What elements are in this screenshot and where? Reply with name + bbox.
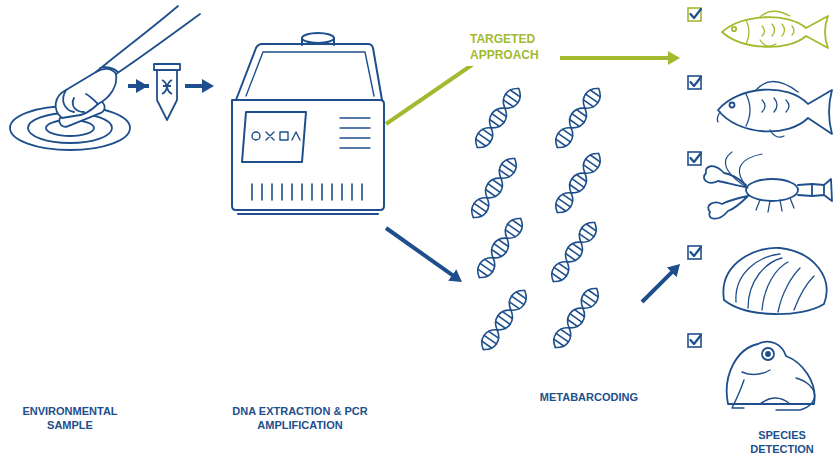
fish-body [722,16,828,48]
dna-helix [547,218,601,286]
clam-shell [723,248,826,314]
lobster-claw [708,196,748,219]
frog-pupil [766,352,770,356]
finger-lines [63,90,98,112]
tube-body [157,70,177,120]
machine-lid [236,44,382,100]
shell-ridges [736,254,814,312]
screen-icon [292,132,300,140]
dna-helix [549,284,603,352]
stage-caption: METABARCODING [540,390,638,404]
dna-helix [551,84,605,152]
machine-front [232,100,384,210]
stage-node: METABARCODING [462,90,642,408]
clam [723,248,826,314]
target-fish [722,11,828,48]
screen-icon [252,132,260,140]
stage-node: SPECIES DETECTION [680,8,832,460]
side-vents [340,118,370,148]
lobster-antenna [725,152,762,188]
lid-knob [302,33,334,43]
lobster [704,152,832,219]
dna-helix [471,84,525,152]
frog-eye [762,348,774,360]
dna-helix [477,286,531,354]
carp [717,81,832,137]
lobster-tail [798,179,832,201]
small-arrowhead [136,79,148,93]
edge-label: TARGETED APPROACH [466,28,560,66]
dna-squiggle [162,80,172,94]
flow-arrow [386,58,670,124]
check-mark [691,9,702,344]
dna-helix [467,154,521,222]
sample-drawing [10,6,200,150]
checkboxes [688,8,701,347]
dna-helices [467,84,605,354]
stage-caption: DNA EXTRACTION & PCR AMPLIFICATION [231,404,369,432]
flow-arrow [386,228,454,276]
dna-helix [551,149,605,217]
machine-vents [252,184,362,200]
stage-caption: SPECIES DETECTION [736,428,828,456]
dna-helix [473,214,527,282]
flow-arrow [642,271,673,302]
frog-details [732,370,815,410]
machine-screen [242,112,306,162]
fish-eye [730,103,735,108]
stage-node: ENVIRONMENTAL SAMPLE [12,8,128,436]
frog [727,342,815,410]
gloved-hand [56,69,117,118]
machine-base [238,213,378,215]
frog-body [727,342,815,404]
pcr-machine [232,33,384,214]
fish-details [746,11,794,46]
screen-icon [280,132,288,140]
fish-eye [732,27,736,31]
tube-backing [149,60,185,124]
screen-icon [266,132,274,140]
lid-edge [246,52,374,96]
fish-details [717,81,798,137]
lobster-legs [756,198,794,212]
stage-node: DNA EXTRACTION & PCR AMPLIFICATION [214,8,386,436]
stage-caption: ENVIRONMENTAL SAMPLE [16,404,124,432]
extraction-tube [136,60,185,124]
